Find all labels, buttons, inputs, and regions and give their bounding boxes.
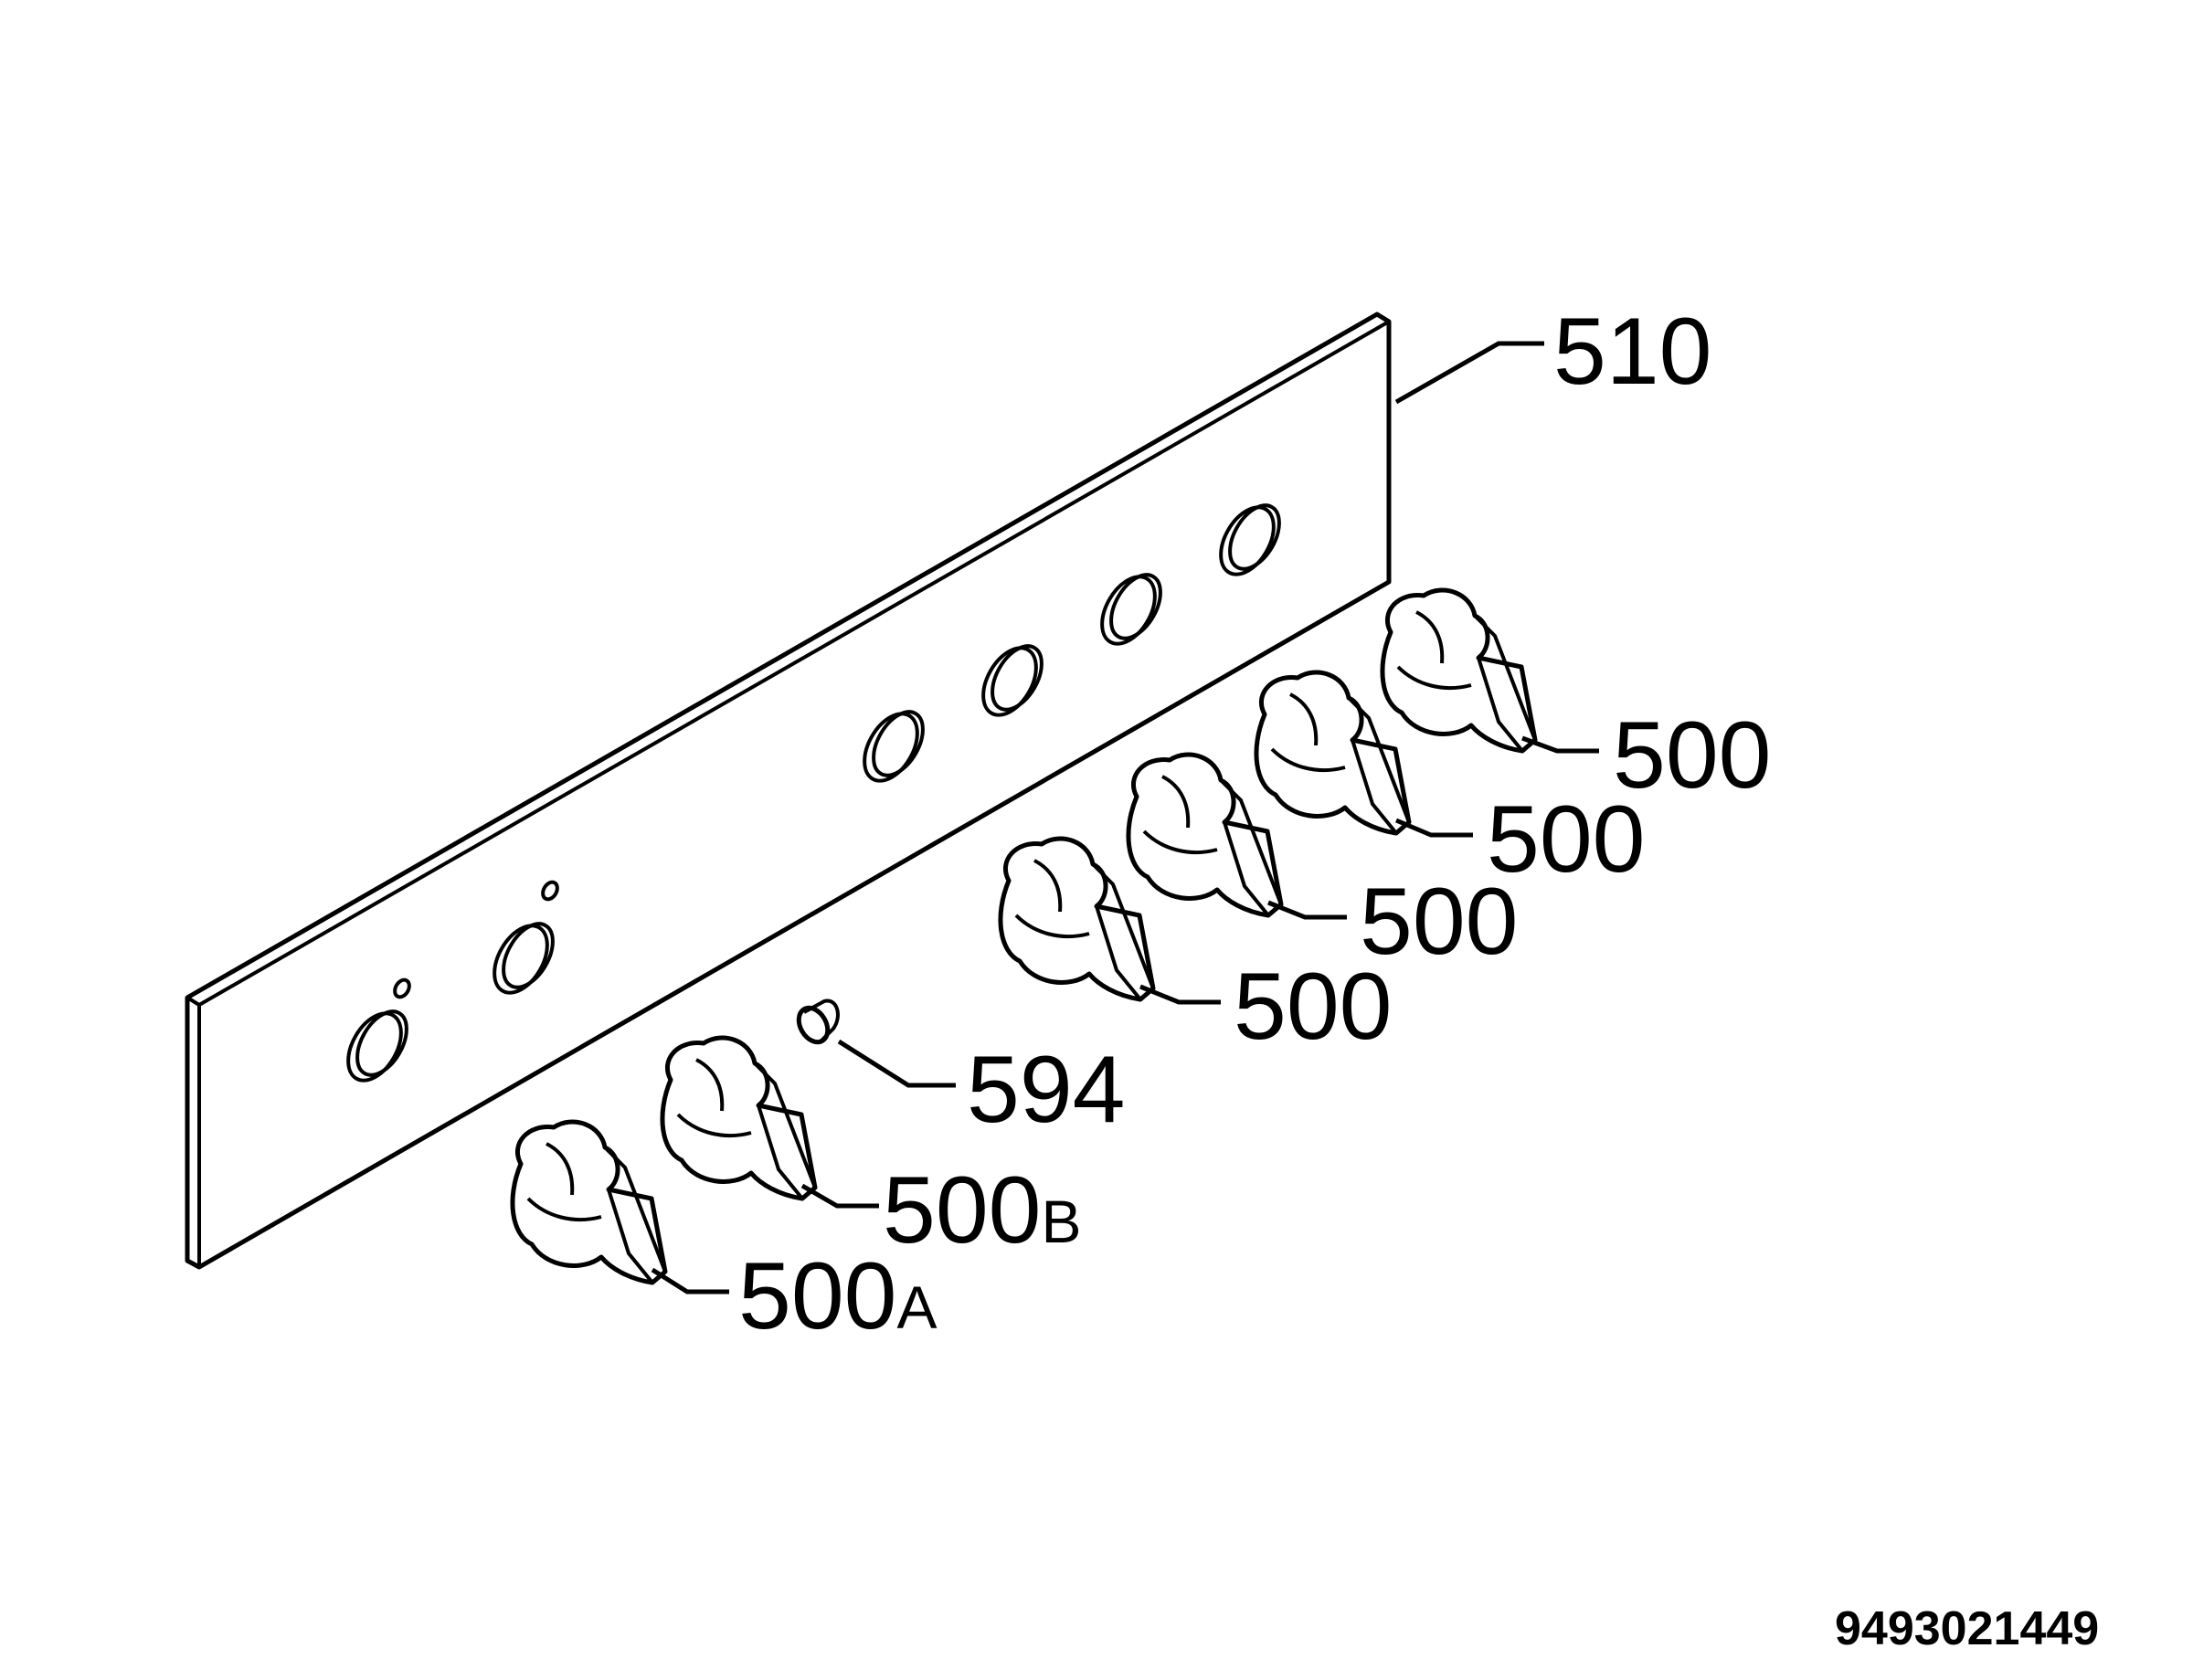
label-500a: 500A xyxy=(738,1243,938,1349)
label-510: 510 xyxy=(1553,299,1712,405)
reference-code: 9493021449 xyxy=(1835,1602,2099,1655)
knob-500-3 xyxy=(1128,755,1281,915)
label-500-1: 500 xyxy=(1613,703,1772,808)
leader-594 xyxy=(837,1039,956,1088)
knob-500-1 xyxy=(1383,590,1535,751)
control-panel-510 xyxy=(185,312,1392,1270)
cap-594 xyxy=(796,998,840,1045)
label-500-4: 500 xyxy=(1234,954,1393,1060)
label-500-3: 500 xyxy=(1360,869,1519,975)
label-594: 594 xyxy=(967,1037,1126,1143)
label-500-2: 500 xyxy=(1487,787,1646,893)
panel-holes xyxy=(346,503,1281,1083)
knob-500-4 xyxy=(1001,839,1153,999)
knob-500a xyxy=(513,1122,665,1283)
label-500b: 500B xyxy=(883,1157,1082,1263)
leader-510 xyxy=(1394,341,1544,405)
knob-500b xyxy=(662,1038,815,1199)
